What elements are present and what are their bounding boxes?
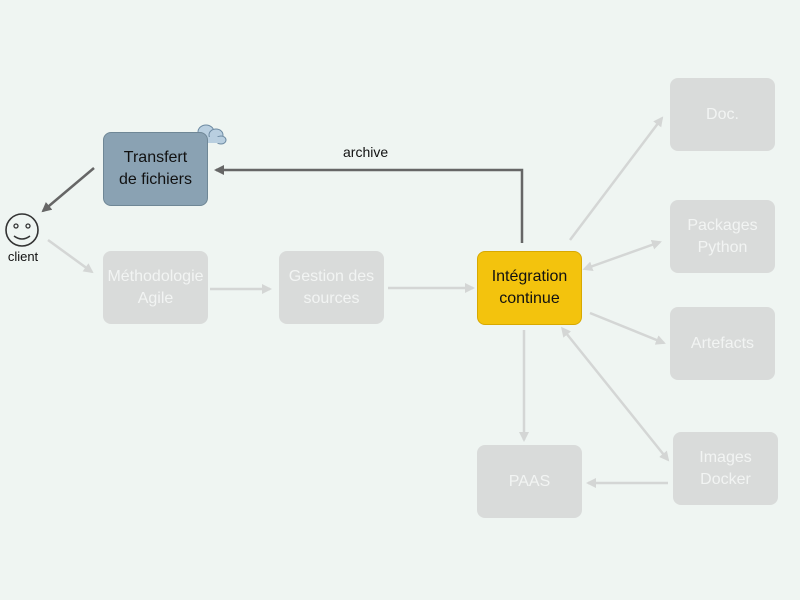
arrow-integration-to-doc	[569, 116, 664, 241]
node-label: Images Docker	[699, 448, 752, 488]
node-label: Transfert de fichiers	[119, 149, 192, 188]
node-label: Gestion des sources	[288, 267, 375, 307]
arrow-integration-images	[560, 326, 670, 462]
arrow-transfert-to-client	[41, 167, 95, 213]
node-label: Packages Python	[687, 216, 758, 256]
node-artefacts[interactable]: Artefacts	[670, 307, 775, 380]
node-transfert-de-fichiers[interactable]: Transfert de fichiers	[103, 132, 208, 206]
node-label: Méthodologie Agile	[107, 267, 204, 307]
node-label: Artefacts	[690, 334, 755, 352]
smiley-face-icon	[5, 213, 39, 247]
client-label: client	[7, 249, 39, 264]
node-integration-continue[interactable]: Intégration continue	[477, 251, 582, 325]
node-images-docker[interactable]: Images Docker	[673, 432, 778, 505]
arrow-integration-to-artefacts	[589, 311, 666, 345]
arrow-integration-to-transfert	[214, 165, 524, 243]
node-doc[interactable]: Doc.	[670, 78, 775, 151]
arrow-client-to-methodologie	[47, 238, 94, 274]
node-methodologie-agile[interactable]: Méthodologie Agile	[103, 251, 208, 324]
node-label: PAAS	[508, 472, 551, 490]
node-label: Intégration continue	[491, 268, 568, 307]
node-label: Doc.	[706, 105, 739, 123]
node-packages-python[interactable]: Packages Python	[670, 200, 775, 273]
edge-label-archive: archive	[343, 144, 389, 160]
node-gestion-des-sources[interactable]: Gestion des sources	[279, 251, 384, 324]
arrow-integration-packages	[582, 239, 662, 272]
node-paas[interactable]: PAAS	[477, 445, 582, 518]
